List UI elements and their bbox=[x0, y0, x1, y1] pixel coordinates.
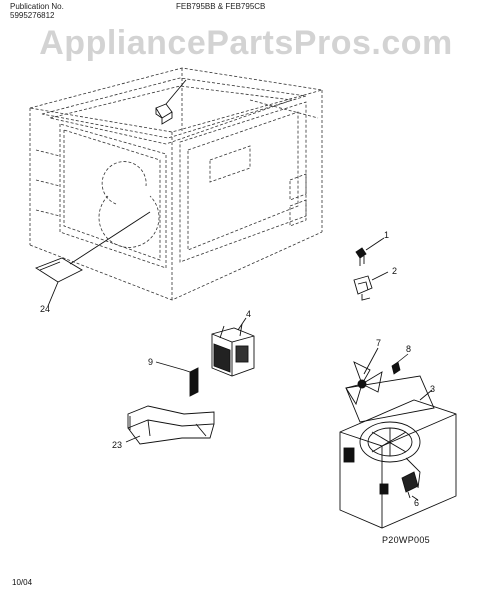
callout-8: 8 bbox=[406, 344, 411, 354]
callout-3: 3 bbox=[430, 384, 435, 394]
callout-6: 6 bbox=[414, 498, 419, 508]
part-24-pad bbox=[35, 211, 151, 307]
publication-label: Publication No. bbox=[10, 2, 64, 11]
date-code: 10/04 bbox=[12, 578, 33, 587]
callout-1: 1 bbox=[384, 230, 389, 240]
part-7-fan-blade bbox=[345, 347, 383, 406]
part-1-knob bbox=[355, 237, 385, 266]
part-3-fan-assembly bbox=[339, 375, 457, 529]
part-2-clip bbox=[353, 271, 389, 301]
part-4-motor-block bbox=[211, 317, 255, 377]
publication-number: 5995276812 bbox=[10, 11, 55, 20]
callout-7: 7 bbox=[376, 338, 381, 348]
part-9-bracket bbox=[155, 361, 199, 397]
figure-code: P20WP005 bbox=[382, 535, 430, 545]
callout-23: 23 bbox=[112, 440, 122, 450]
callout-24: 24 bbox=[40, 304, 50, 314]
part-6-clip bbox=[401, 471, 419, 501]
callout-4: 4 bbox=[246, 309, 251, 319]
watermark: AppliancePartsPros.com bbox=[39, 24, 453, 62]
part-23-duct bbox=[125, 405, 215, 445]
top-sensor-part bbox=[155, 79, 187, 125]
part-8-screw bbox=[391, 353, 409, 375]
callout-9: 9 bbox=[148, 357, 153, 367]
model-numbers: FEB795BB & FEB795CB bbox=[176, 2, 266, 11]
oven-cavity-outline bbox=[29, 67, 323, 301]
callout-2: 2 bbox=[392, 266, 397, 276]
